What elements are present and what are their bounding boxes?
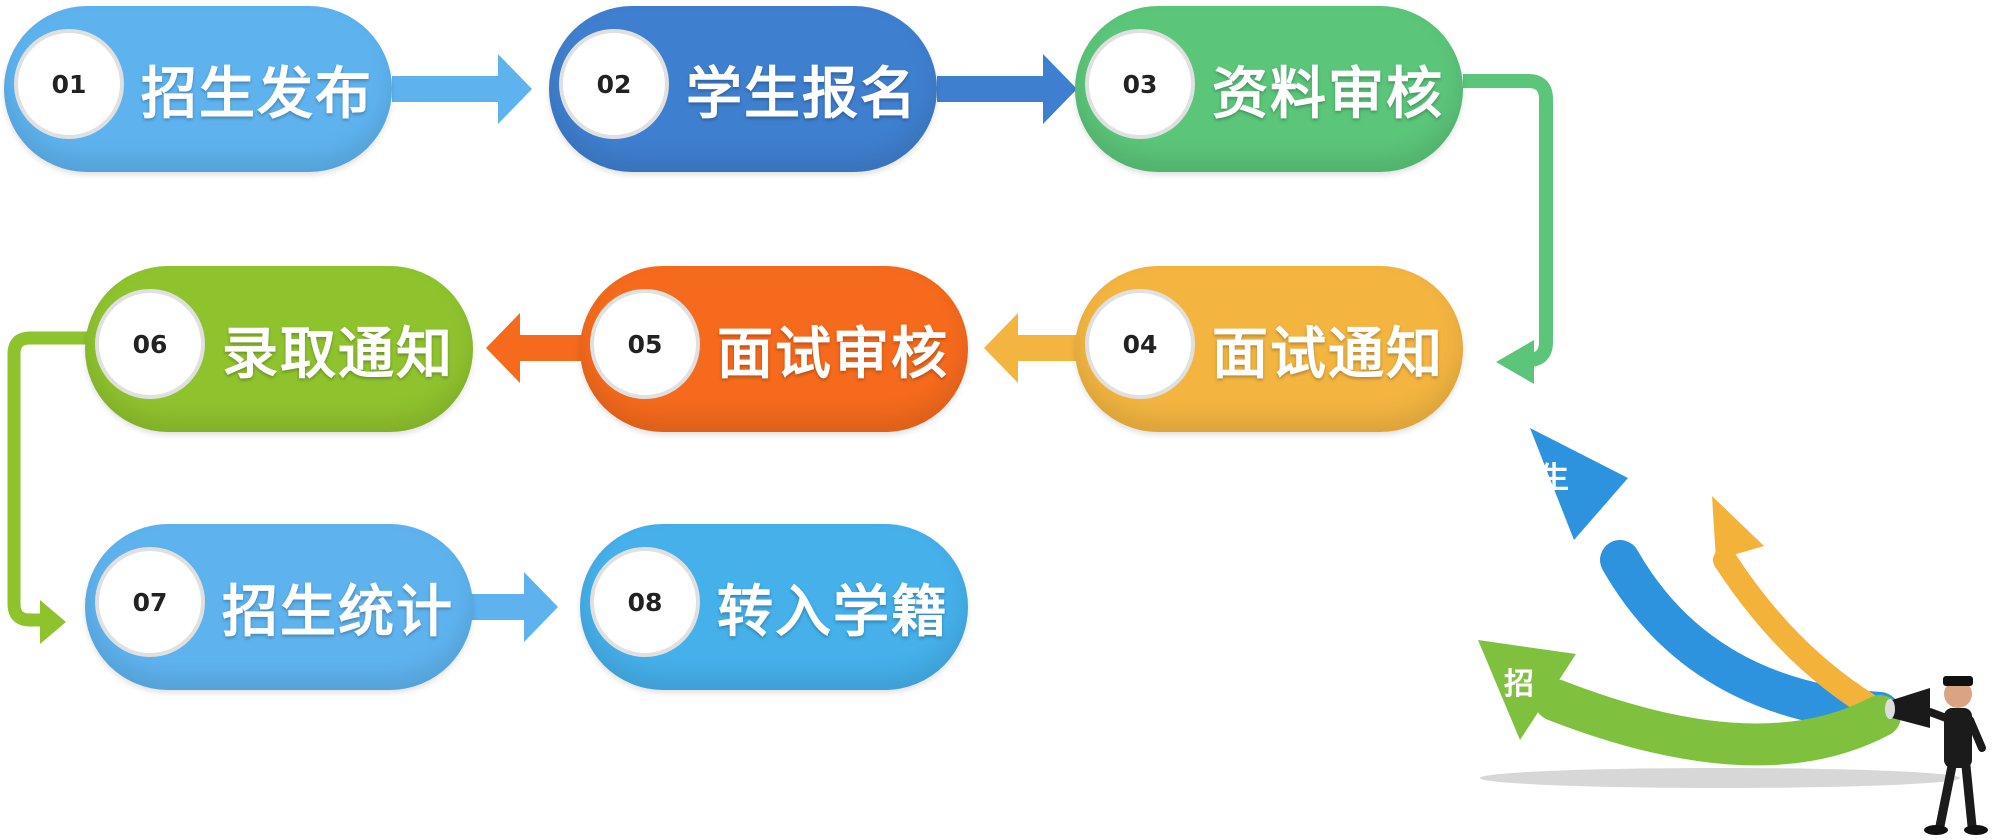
step-number-06: 06 (95, 289, 205, 399)
arrow-03-to-04 (1463, 74, 1553, 384)
step-number-05: 05 (590, 289, 700, 399)
step-02: 02 学生报名 (549, 6, 937, 172)
arrow-04-to-05 (984, 313, 1080, 383)
person-with-megaphone (1885, 676, 1988, 835)
step-label-02: 学生报名 (686, 61, 918, 127)
arrow-02-to-03 (937, 54, 1077, 124)
step-07: 07 招生统计 (85, 524, 473, 690)
arrow-char-2: 招 (1504, 667, 1534, 702)
step-04: 04 面试通知 (1075, 266, 1463, 432)
green-curved-arrow: 招 (1478, 640, 1901, 766)
arrow-07-to-08 (470, 572, 558, 642)
step-label-01: 招生发布 (141, 61, 373, 127)
step-08: 08 转入学籍 (580, 524, 968, 690)
step-label-06: 录取通知 (222, 321, 454, 387)
step-number-08: 08 (590, 547, 700, 657)
step-01: 01 招生发布 (4, 6, 392, 172)
step-label-03: 资料审核 (1212, 61, 1444, 127)
arrow-01-to-02 (392, 54, 532, 124)
step-03: 03 资料审核 (1075, 6, 1463, 172)
step-05: 05 面试审核 (580, 266, 968, 432)
blue-curved-arrow: 生 (1530, 428, 1900, 732)
arrow-char-1: 生 (1539, 461, 1569, 496)
step-number-07: 07 (95, 547, 205, 657)
megaphone-icon (1892, 688, 1930, 728)
step-label-04: 面试通知 (1212, 321, 1444, 387)
step-number-04: 04 (1085, 289, 1195, 399)
arrow-05-to-06 (486, 313, 582, 383)
yellow-curved-arrow (1712, 496, 1892, 724)
step-number-02: 02 (559, 29, 669, 139)
step-06: 06 录取通知 (85, 266, 473, 432)
step-label-05: 面试审核 (717, 321, 949, 387)
arrow-06-to-07 (7, 331, 94, 644)
step-label-08: 转入学籍 (717, 579, 949, 645)
ground-shadow (1480, 768, 1960, 788)
step-number-01: 01 (14, 29, 124, 139)
step-label-07: 招生统计 (222, 579, 454, 645)
step-number-03: 03 (1085, 29, 1195, 139)
